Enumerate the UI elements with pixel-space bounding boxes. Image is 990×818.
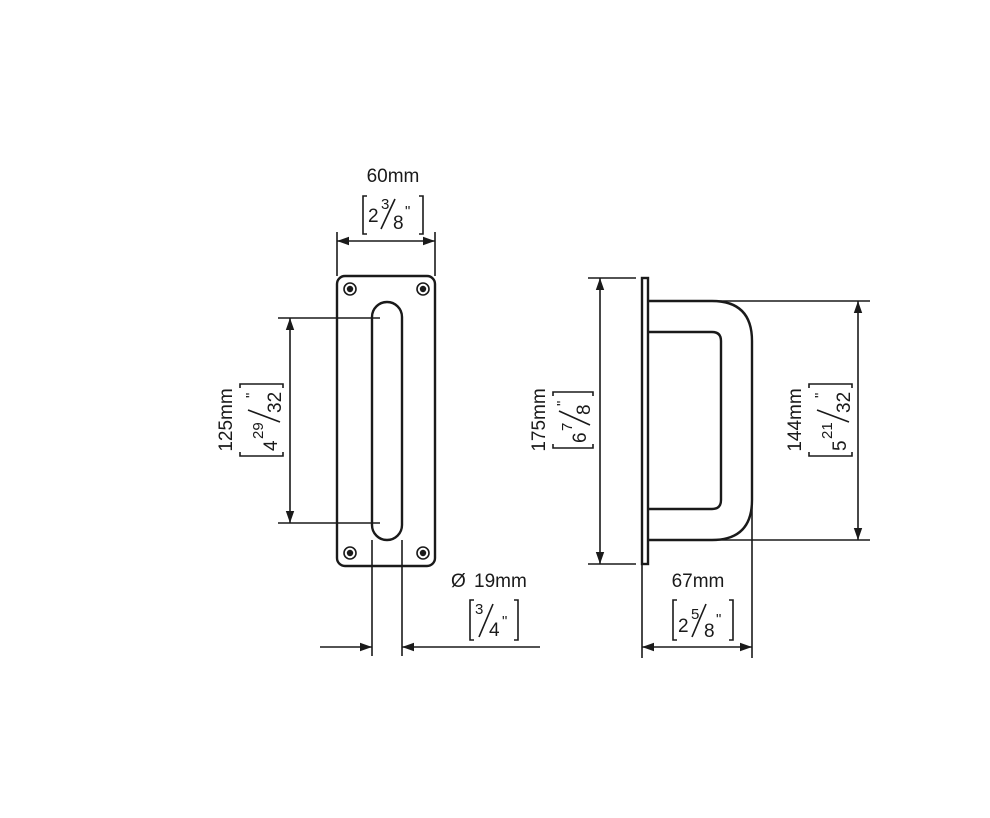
dimension-projection: 67mm 2 5 8 ": [641, 500, 753, 658]
dim-width-inch: ": [405, 203, 410, 220]
side-handle-outer: [648, 299, 754, 542]
dim-plate-height-imperial: 6 7 8 ": [552, 391, 595, 449]
front-view: 60mm 2 3 8 " 125mm 4 29: [216, 166, 540, 656]
dim-plate-height-den: 8: [574, 404, 595, 415]
dim-bar-length-metric: 125mm: [216, 388, 237, 451]
dim-handle-height-den: 32: [834, 392, 855, 413]
dim-handle-height-imperial: 5 21 32 ": [808, 383, 855, 457]
dim-bar-length-imperial: 4 29 32 ": [239, 383, 286, 457]
dim-projection-inch: ": [716, 611, 721, 628]
dim-plate-height-whole: 6: [570, 432, 591, 443]
dim-handle-height-whole: 5: [830, 440, 851, 451]
dim-width-den: 8: [393, 213, 404, 234]
screw-hole-icon: [343, 282, 357, 296]
dim-plate-height-inch: ": [554, 401, 571, 406]
dim-width-num: 3: [381, 196, 389, 213]
dim-handle-height-metric: 144mm: [785, 388, 806, 451]
dim-diameter-metric: 19mm: [474, 571, 527, 592]
dim-width-metric: 60mm: [367, 166, 420, 187]
side-backplate: [640, 276, 650, 566]
dim-handle-height-num: 21: [819, 422, 836, 439]
dimension-diameter: Ø 19mm 3 4 ": [320, 540, 540, 656]
front-bar: [370, 300, 404, 542]
side-handle-inner: [648, 330, 723, 511]
dim-bar-length-den: 32: [265, 392, 286, 413]
dimension-handle-height: 144mm 5 21 32 ": [712, 300, 870, 541]
dim-bar-length-whole: 4: [261, 440, 282, 451]
dimension-width: 60mm 2 3 8 ": [336, 166, 436, 276]
dim-diameter-imperial: 3 4 ": [469, 599, 519, 641]
front-backplate: [335, 274, 437, 568]
dim-diameter-den: 4: [489, 620, 500, 641]
screw-hole-icon: [416, 282, 430, 296]
dim-projection-metric: 67mm: [672, 571, 725, 592]
dim-diameter-num: 3: [475, 601, 483, 618]
dim-handle-height-inch: ": [812, 393, 829, 398]
screw-hole-icon: [343, 546, 357, 560]
dim-plate-height-metric: 175mm: [529, 388, 550, 451]
dim-bar-length-num: 29: [250, 422, 267, 439]
dimension-plate-height: 175mm 6 7 8 ": [529, 277, 636, 565]
dim-projection-imperial: 2 5 8 ": [672, 599, 734, 642]
diameter-symbol-icon: Ø: [451, 571, 466, 592]
dim-bar-length-inch: ": [243, 393, 260, 398]
dimension-bar-length: 125mm 4 29 32 ": [216, 317, 380, 524]
dim-projection-num: 5: [691, 606, 699, 623]
dim-projection-den: 8: [704, 621, 715, 642]
screw-hole-icon: [416, 546, 430, 560]
dim-diameter-inch: ": [502, 613, 507, 630]
dim-plate-height-num: 7: [559, 423, 576, 431]
dim-width-whole: 2: [368, 206, 379, 227]
side-view: 175mm 6 7 8 " 144mm 5: [529, 276, 870, 658]
dim-width-imperial: 2 3 8 ": [362, 195, 424, 235]
dim-projection-whole: 2: [678, 616, 689, 637]
